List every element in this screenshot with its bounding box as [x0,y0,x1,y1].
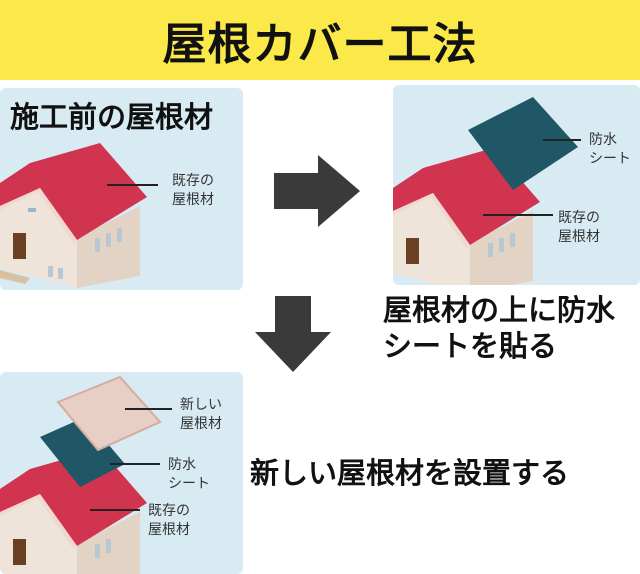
waterproof-sheet [40,417,125,487]
label-line: 既存の [148,503,190,519]
step1-caption: 屋根材の上に防水 シートを貼る [383,292,615,364]
label-line: 屋根材 [172,192,214,208]
label-line: 屋根材 [180,416,222,432]
label-line: 屋根材 [558,229,600,245]
waterproof-sheet [468,97,578,190]
panel-sheet: 防水 シート 既存の 屋根材 [393,85,640,285]
label-line: 屋根材 [148,522,190,538]
label-line: 既存の [558,210,600,226]
label-line: シート [589,151,631,167]
label-line: 既存の [172,173,214,189]
house-with-new-roof-illustration [0,375,172,574]
sheet-label: 防水 シート [589,131,631,169]
arrow-down-icon [255,296,331,372]
house-illustration [0,143,158,288]
label-line: シート [168,476,210,492]
page-title: 屋根カバー工法 [162,19,478,70]
existing-roof-label: 既存の 屋根材 [172,172,214,210]
label-line: 防水 [168,457,196,473]
existing-roof-label: 既存の 屋根材 [558,209,600,247]
arrow-right-icon [274,155,360,227]
new-roof-panel [56,375,162,452]
step2-caption: 新しい屋根材を設置する [250,456,570,490]
panel-new: 新しい 屋根材 防水 シート 既存の 屋根材 [0,372,243,574]
sheet-label: 防水 シート [168,456,210,494]
caption-line: 屋根材の上に防水 [383,293,616,327]
title-banner: 屋根カバー工法 [0,0,640,80]
label-line: 新しい [180,397,222,413]
panel-title: 施工前の屋根材 [10,100,214,134]
new-roof-label: 新しい 屋根材 [180,396,222,434]
caption-line: シートを貼る [383,329,558,363]
panel-before: 施工前の屋根材 既存の 屋根材 [0,88,243,290]
house-with-sheet-illustration [393,97,581,285]
label-line: 防水 [589,132,617,148]
existing-roof-label: 既存の 屋根材 [148,502,190,540]
